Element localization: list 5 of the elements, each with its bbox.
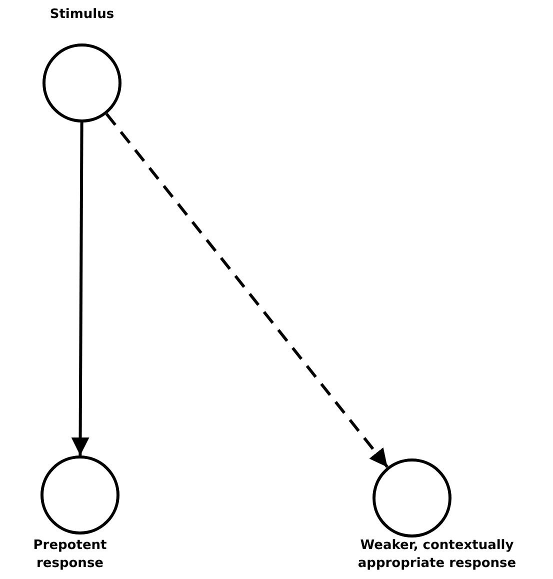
node-label: Weaker, contextually appropriate response <box>356 537 518 573</box>
node-label: Prepotent response <box>32 537 108 573</box>
node-label: Stimulus <box>48 6 116 24</box>
arrow <box>105 112 389 468</box>
arrow <box>71 122 90 456</box>
